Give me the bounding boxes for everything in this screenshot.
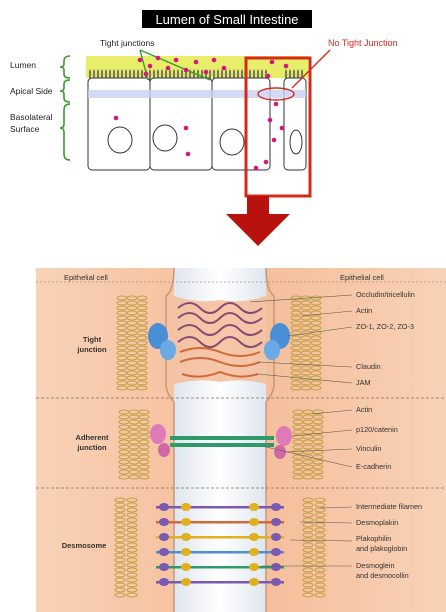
desmosome-strand bbox=[156, 581, 284, 584]
desmosome-plaque bbox=[159, 548, 169, 556]
desmosome-strand bbox=[156, 521, 284, 524]
desmosome-plaque bbox=[249, 548, 259, 556]
adherent-junction-label-2: junction bbox=[76, 443, 107, 452]
desmosome-plaque bbox=[181, 563, 191, 571]
desmosome-plaque bbox=[249, 563, 259, 571]
label-desmoplakin: Desmoplakin bbox=[356, 518, 398, 527]
desmosome-plaque bbox=[249, 533, 259, 541]
surface-label: Surface bbox=[10, 124, 40, 134]
label-occludin: Occludin/tricellulin bbox=[356, 290, 415, 299]
desmosome-strand bbox=[156, 506, 284, 509]
label-jam: JAM bbox=[356, 378, 371, 387]
desmosome-plaque bbox=[159, 578, 169, 586]
desmosome-plaque bbox=[249, 518, 259, 526]
desmosome-plaque bbox=[271, 533, 281, 541]
adherent-junction-label-1: Adherent bbox=[76, 433, 109, 442]
desmosome-strand bbox=[156, 566, 284, 569]
desmosome-plaque bbox=[181, 518, 191, 526]
label-vinculin: Vinculin bbox=[356, 444, 381, 453]
desmosome-plaque bbox=[159, 503, 169, 511]
desmosome-plaque bbox=[159, 518, 169, 526]
desmosome-plaque bbox=[271, 563, 281, 571]
epithelial-cell-left-label: Epithelial cell bbox=[64, 273, 108, 282]
desmosome-plaque bbox=[249, 578, 259, 586]
label-ecadherin: E-cadherin bbox=[356, 462, 391, 471]
desmosome-plaque bbox=[181, 533, 191, 541]
desmosome-strand bbox=[156, 551, 284, 554]
label-p120: p120/catenin bbox=[356, 425, 398, 434]
tight-junctions-label: Tight junctions bbox=[100, 38, 155, 48]
epithelial-cell-right-label: Epithelial cell bbox=[340, 273, 384, 282]
label-plakoglobin: and plakoglobin bbox=[356, 544, 407, 553]
label-actin-tj: Actin bbox=[356, 306, 372, 315]
label-zo: ZO-1, ZO-2, ZO-3 bbox=[356, 322, 414, 331]
desmosome-label: Desmosome bbox=[62, 541, 107, 550]
desmosome-plaque bbox=[249, 503, 259, 511]
label-desmoglein: Desmoglein bbox=[356, 561, 395, 570]
lumen-label: Lumen bbox=[10, 60, 36, 70]
tight-junction-label-2: junction bbox=[76, 345, 107, 354]
zoom-arrow bbox=[226, 196, 290, 246]
desmosome-plaque bbox=[271, 503, 281, 511]
top-title: Lumen of Small Intestine bbox=[155, 12, 298, 27]
label-claudin: Claudin bbox=[356, 362, 381, 371]
label-plakophilin: Plakophilin bbox=[356, 534, 391, 543]
desmosome-plaque bbox=[181, 548, 191, 556]
region-braces bbox=[60, 56, 70, 160]
desmosome-plaque bbox=[159, 533, 169, 541]
label-actin-aj: Actin bbox=[356, 405, 372, 414]
desmosome-plaque bbox=[181, 578, 191, 586]
basolateral-label: Basolateral bbox=[10, 112, 53, 122]
desmosome-plaque bbox=[271, 548, 281, 556]
tight-junction-label-1: Tight bbox=[83, 335, 102, 344]
desmosome-plaque bbox=[271, 578, 281, 586]
desmosome-plaque bbox=[271, 518, 281, 526]
desmosome-plaque bbox=[181, 503, 191, 511]
label-desmocollin: and desmocollin bbox=[356, 571, 409, 580]
apical-side-label: Apical Side bbox=[10, 86, 53, 96]
desmosome-strand bbox=[156, 536, 284, 539]
desmosome-plaque bbox=[159, 563, 169, 571]
epithelial-cells bbox=[88, 78, 306, 170]
no-tight-junction-label: No Tight Junction bbox=[328, 38, 398, 48]
label-intermediate: Intermediate filamen bbox=[356, 502, 422, 511]
